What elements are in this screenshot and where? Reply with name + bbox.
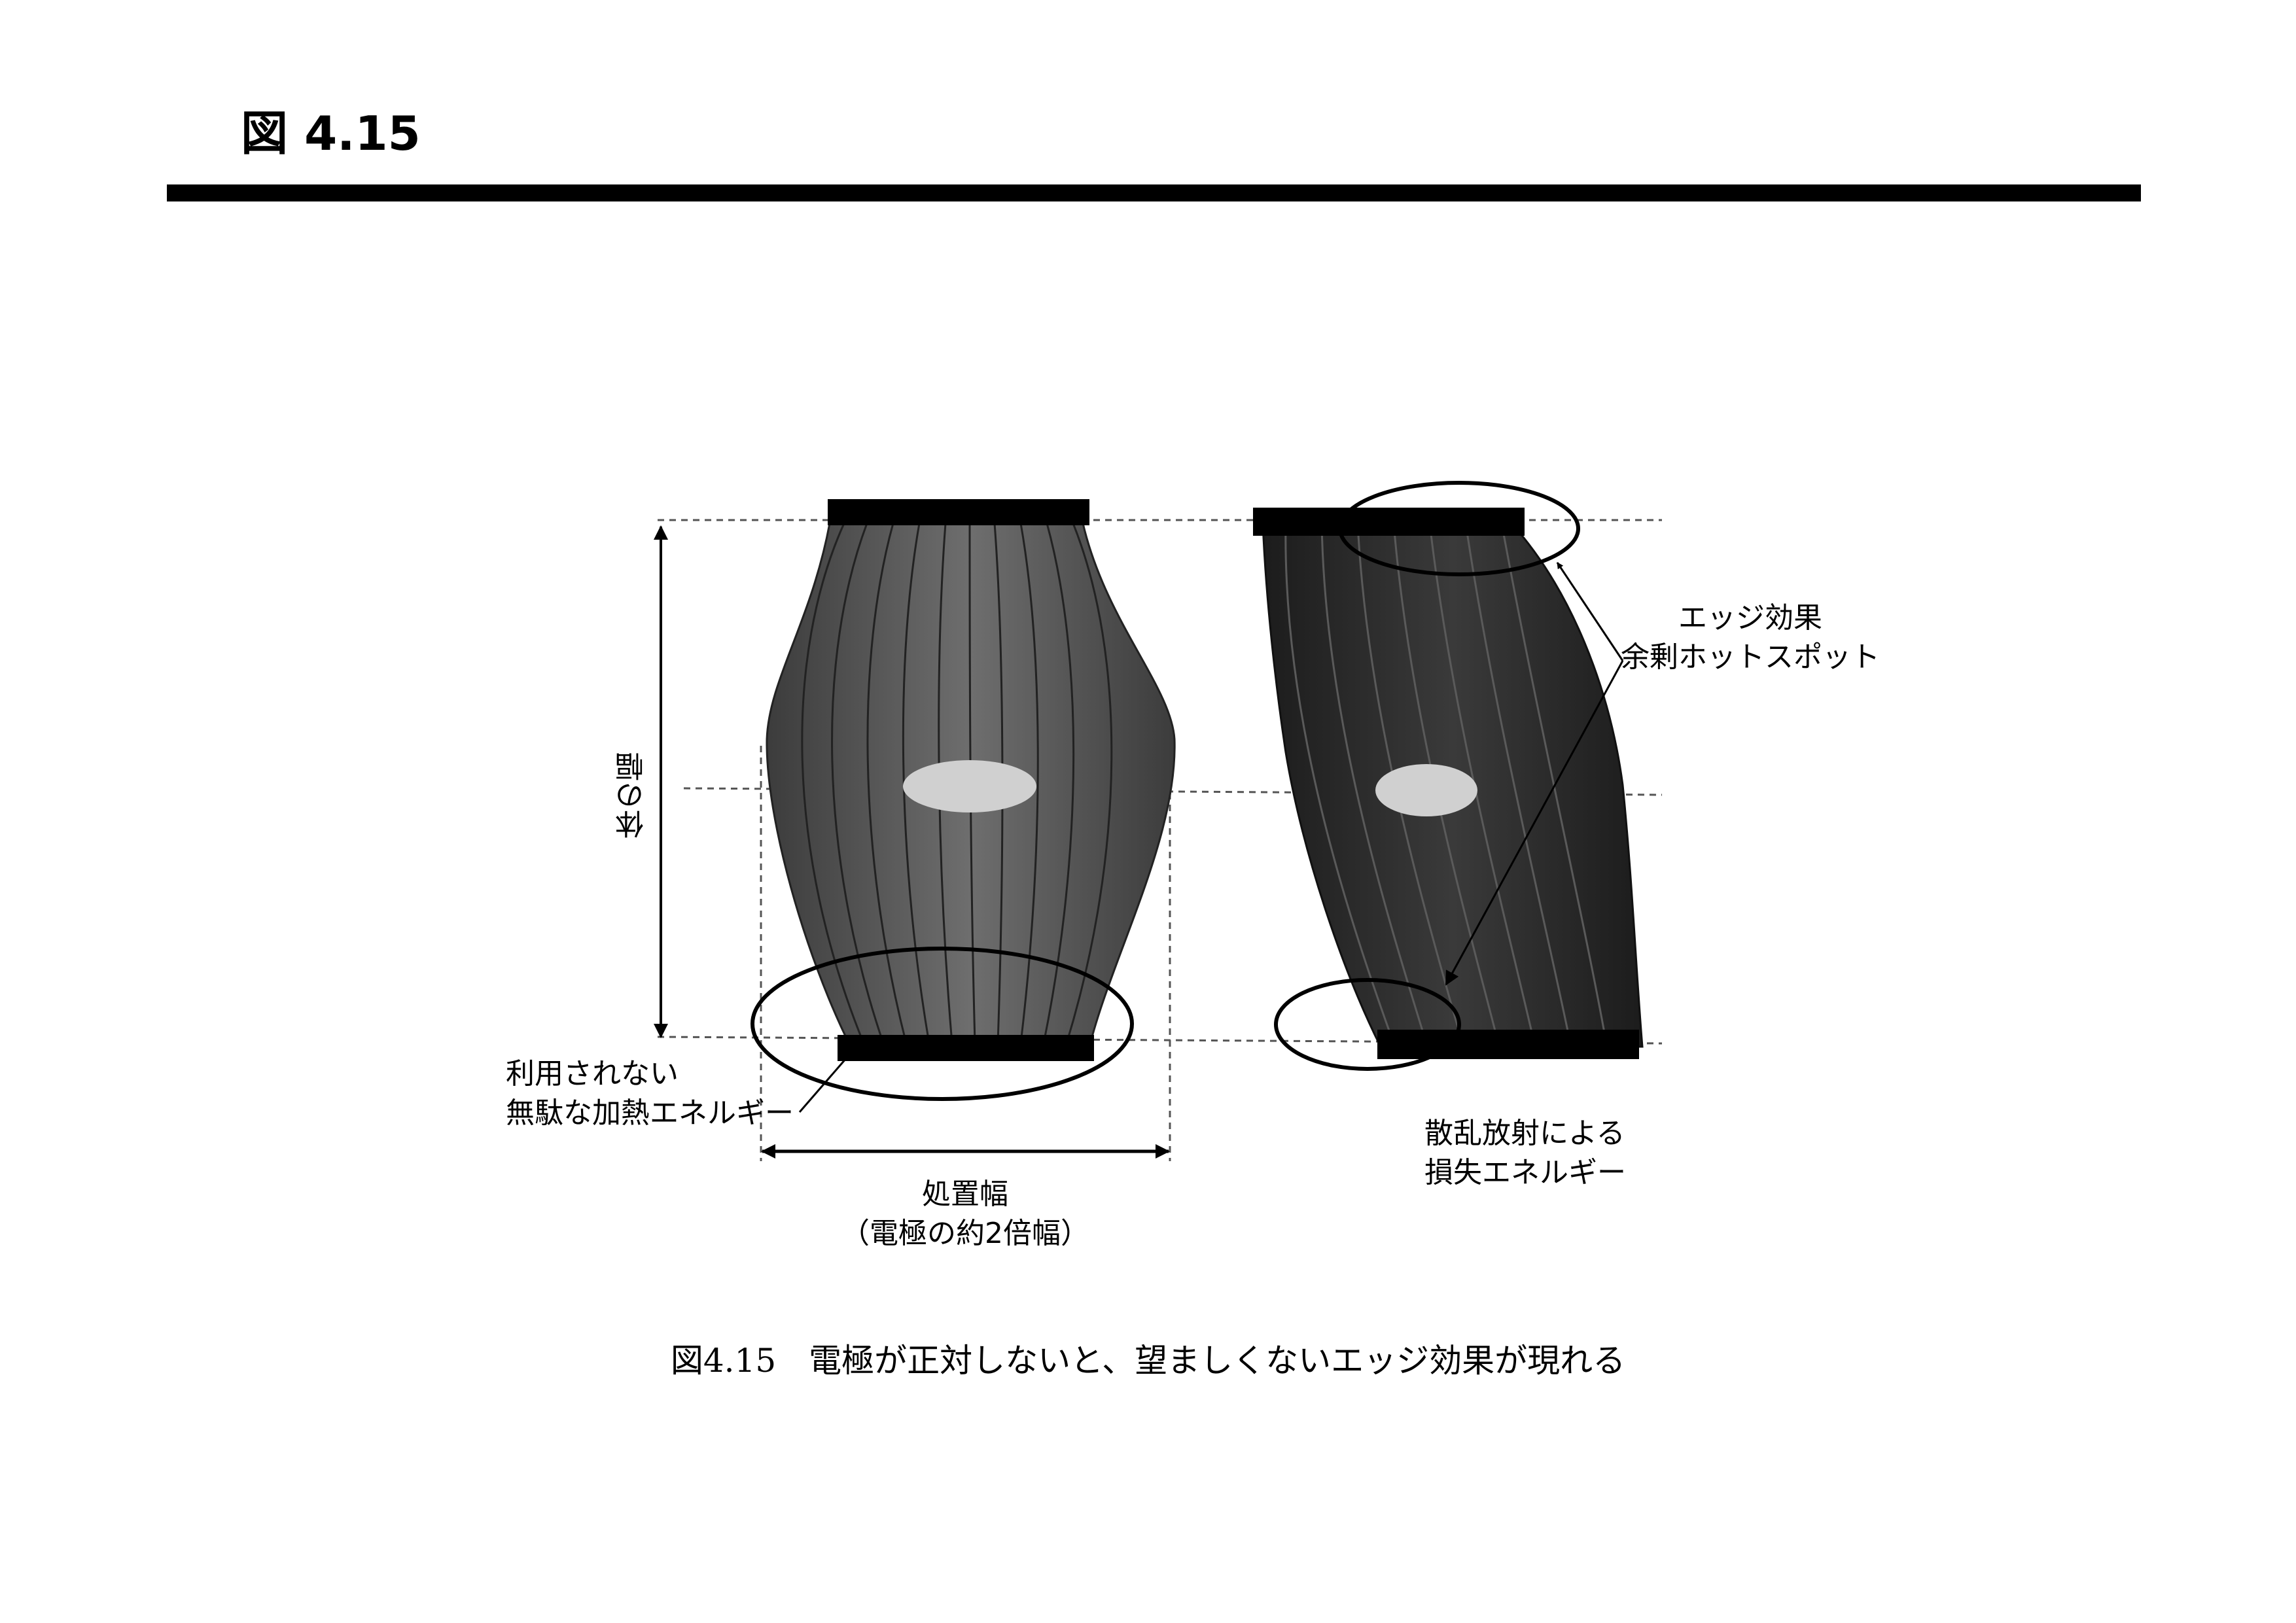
aligned-electrodes-figure bbox=[751, 499, 1176, 1101]
edge-effect-line-2: 余剰ホットスポット bbox=[1621, 640, 1880, 674]
edge-effect-pointer-top bbox=[1556, 562, 1624, 661]
edge-effect-line-1: エッジ効果 bbox=[1678, 601, 1822, 635]
body-width-label: 体の幅 bbox=[616, 752, 649, 839]
offset-electrodes-figure bbox=[1253, 481, 1644, 1071]
bottom-electrode-left bbox=[838, 1035, 1094, 1061]
treatment-width-label: 処置幅 （電極の約2倍幅） bbox=[834, 1175, 1096, 1253]
target-ellipse-left bbox=[903, 760, 1036, 812]
wasted-energy-ellipse bbox=[751, 947, 1134, 1101]
top-electrode-left bbox=[828, 499, 1089, 525]
wasted-energy-pointer bbox=[798, 1053, 852, 1113]
wasted-energy-label: 利用されない 無駄な加熱エネルギー bbox=[506, 1055, 794, 1133]
target-ellipse-right bbox=[1375, 764, 1477, 816]
figure-caption: 図4.15 電極が正対しないと、望ましくないエッジ効果が現れる bbox=[670, 1342, 1626, 1380]
wasted-energy-line-2: 無駄な加熱エネルギー bbox=[506, 1096, 794, 1130]
treatment-width-line-2: （電極の約2倍幅） bbox=[841, 1217, 1089, 1250]
edge-effect-pointer-bottom bbox=[1445, 660, 1624, 986]
treatment-width-line-1: 処置幅 bbox=[922, 1178, 1008, 1211]
edge-hotspot-ellipse bbox=[1338, 481, 1580, 576]
title-rule bbox=[167, 184, 2141, 201]
scatter-loss-line-1: 散乱放射による bbox=[1424, 1117, 1625, 1150]
edge-effect-label: エッジ効果 余剰ホットスポット bbox=[1603, 599, 1898, 677]
field-lines-left bbox=[801, 523, 1113, 1044]
wasted-energy-line-1: 利用されない bbox=[506, 1057, 679, 1091]
scatter-loss-line-2: 損失エネルギー bbox=[1424, 1156, 1626, 1189]
slide-title: 図 4.15 bbox=[241, 106, 421, 161]
bottom-electrode-right bbox=[1377, 1030, 1639, 1059]
scatter-loss-ellipse bbox=[1274, 978, 1461, 1071]
annotation-arrows bbox=[654, 525, 1624, 1159]
scatter-loss-label: 散乱放射による 損失エネルギー bbox=[1424, 1114, 1626, 1193]
top-electrode-right bbox=[1253, 508, 1525, 536]
